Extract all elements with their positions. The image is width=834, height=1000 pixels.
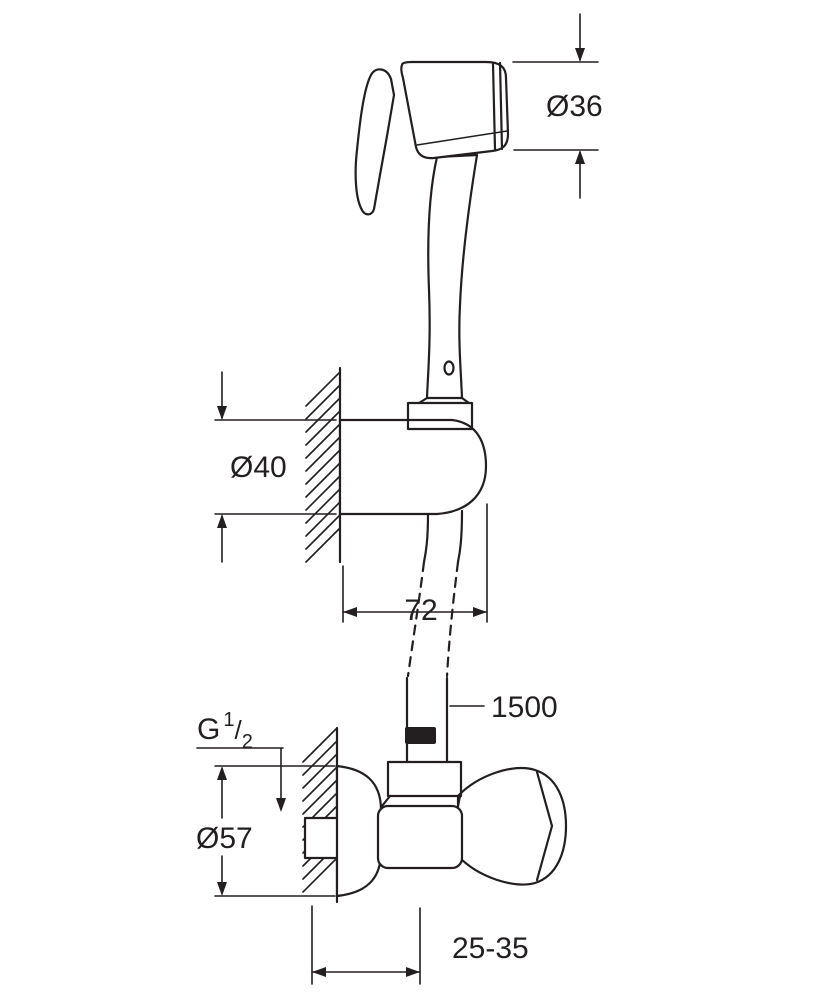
shower-hose — [405, 509, 464, 764]
arrow-down-icon — [217, 406, 227, 420]
wall-rosette — [335, 764, 383, 898]
holder-knurl-ring — [406, 401, 474, 431]
hose-tube — [405, 676, 449, 764]
dim-hose-length-label: 1500 — [491, 691, 558, 724]
hose-tube-bg — [407, 678, 447, 762]
thread-fitting — [303, 816, 342, 860]
thread-denominator: 2 — [242, 731, 253, 753]
arrow-right-icon — [473, 607, 487, 617]
wall-upper — [305, 366, 342, 564]
nut-body-transition — [380, 794, 462, 808]
valve-nut-bg — [388, 762, 461, 796]
arrow-down-icon — [217, 882, 227, 896]
hose-dashed-left — [406, 560, 426, 678]
hose-upper-lines — [422, 509, 464, 564]
dim-hose-length: 1500 — [449, 691, 558, 724]
dimensions: Ø36 Ø40 72 1500 — [196, 13, 603, 985]
thread-slash: / — [234, 715, 242, 745]
arrow-down-icon — [575, 48, 585, 62]
dim-rosette-diameter-label: Ø57 — [196, 822, 253, 855]
arrow-left-icon — [343, 607, 357, 617]
head-seam-line — [416, 130, 508, 146]
dim-holder-depth-label: 72 — [404, 594, 437, 627]
dim-rosette-diameter: Ø57 — [196, 765, 336, 897]
dim-head-diameter: Ø36 — [512, 13, 603, 199]
dim-wall-distance-label: 25-35 — [452, 932, 529, 965]
trigger-lever — [354, 68, 396, 216]
dim-holder-diameter-label: Ø40 — [230, 451, 287, 484]
wall-hatch-lower — [302, 727, 338, 893]
angle-valve — [303, 760, 568, 898]
arrow-up-icon — [217, 766, 227, 780]
wall-hatch-upper — [305, 371, 341, 563]
thread-numerator: 1 — [223, 709, 234, 731]
dim-holder-ext-lines — [214, 419, 337, 515]
arrow-up-icon — [217, 514, 227, 528]
valve-body — [376, 804, 464, 870]
valve-knurl-nut — [386, 760, 463, 798]
thread-prefix: G — [197, 713, 220, 746]
shower-head — [400, 60, 510, 160]
dim-rosette-ext-lines — [214, 765, 336, 897]
arrow-up-icon — [575, 150, 585, 164]
wall-holder — [338, 401, 488, 516]
dim-head-ext-lines — [512, 61, 599, 151]
dim-thread-leader — [196, 747, 284, 800]
arrow-right-icon — [406, 967, 420, 977]
arrow-left-icon — [312, 967, 326, 977]
dim-head-diameter-label: Ø36 — [546, 90, 603, 123]
hose-marking — [405, 727, 436, 744]
dim-holder-diameter: Ø40 — [214, 371, 337, 563]
hose-dashed-right — [445, 560, 460, 678]
wall-lower — [302, 726, 339, 904]
dim-wall-distance: 25-35 — [311, 905, 529, 985]
dim-holder-depth: 72 — [342, 503, 488, 627]
valve-knob — [456, 766, 568, 886]
handle-button — [443, 360, 455, 376]
spray-face-lines — [491, 61, 504, 151]
holder-body — [338, 418, 488, 516]
hand-shower — [354, 60, 510, 405]
valve-knob-facet — [535, 770, 554, 882]
arrow-down-icon — [276, 798, 286, 812]
